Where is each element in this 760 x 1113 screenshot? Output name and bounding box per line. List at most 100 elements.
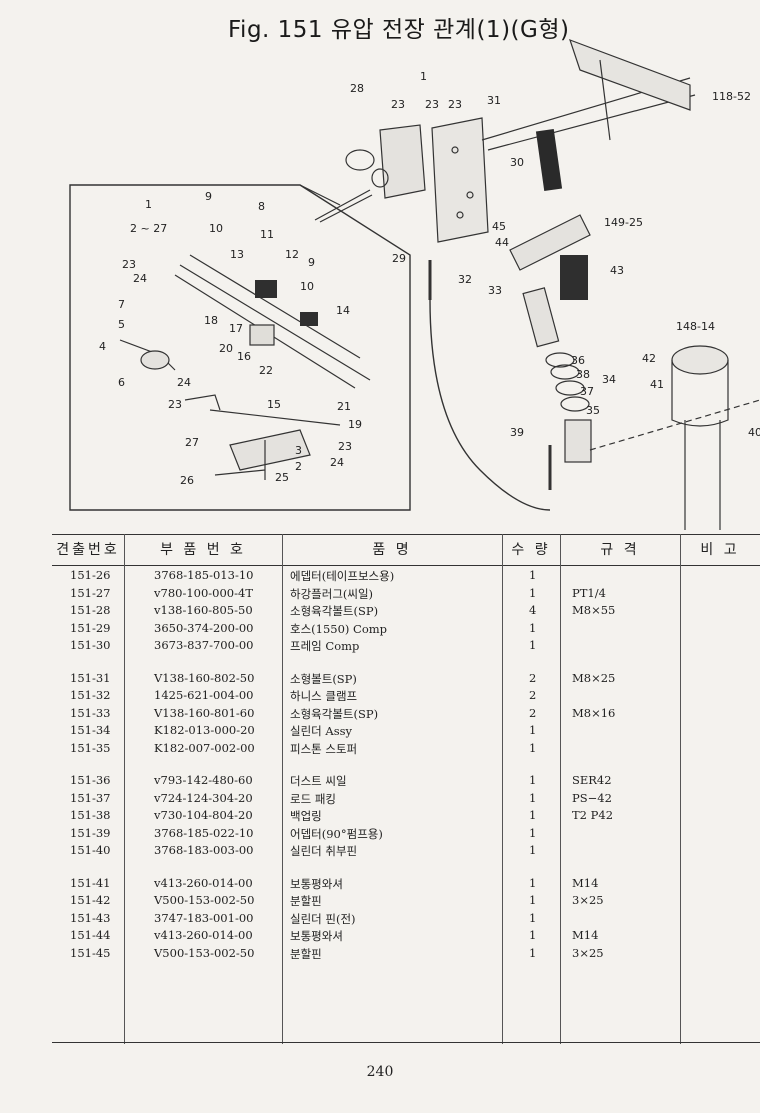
- callout-label: 14: [336, 304, 350, 317]
- page-title: Fig. 151 유압 전장 관계(1)(G형): [228, 17, 570, 43]
- part-name-cell: 실린더 핀(전): [290, 911, 356, 926]
- spec-cell: 3×25: [572, 893, 604, 907]
- callout-label: 26: [180, 474, 194, 487]
- part-no-cell: 151-31: [70, 670, 111, 685]
- page-number: 240: [366, 1064, 394, 1080]
- spec-cell: M8×25: [572, 670, 616, 685]
- callout-label: 10: [300, 280, 314, 293]
- callout-label: 31: [487, 94, 501, 107]
- callout-label: 24: [330, 456, 344, 469]
- qty-cell: 1: [529, 773, 537, 787]
- callout-label: 27: [185, 436, 199, 449]
- callout-label: 45: [492, 220, 506, 233]
- spec-cell: PT1/4: [572, 585, 606, 600]
- inset-box: [69, 184, 411, 511]
- callout-label: 34: [602, 373, 616, 386]
- part-number-cell: 3673-837-700-00: [154, 638, 254, 652]
- part-number-cell: V138-160-802-50: [154, 670, 255, 685]
- callout-label: 18: [204, 314, 218, 327]
- callout-label: 1: [420, 70, 427, 83]
- part-number-cell: v730-104-804-20: [154, 808, 253, 822]
- part-name-cell: 프레임 Comp: [290, 639, 360, 653]
- callout-label: 23: [338, 440, 352, 453]
- callout-label: 24: [133, 272, 147, 285]
- callout-label: 38: [576, 368, 590, 381]
- part-number-cell: K182-013-000-20: [154, 723, 255, 737]
- qty-cell: 1: [529, 723, 537, 737]
- part-number-cell: V500-153-002-50: [154, 893, 255, 907]
- part-name-cell: 더스트 씨일: [290, 774, 347, 788]
- qty-cell: 1: [529, 638, 537, 652]
- part-no-cell: 151-27: [70, 585, 111, 600]
- callout-label: 1: [145, 198, 152, 211]
- part-number-cell: 3768-185-013-10: [154, 568, 254, 582]
- callout-label: 13: [230, 248, 244, 261]
- part-name-cell: 분할핀: [290, 946, 322, 961]
- part-number-cell: 3747-183-001-00: [154, 910, 254, 925]
- spec-cell: PS−42: [572, 790, 612, 805]
- part-no-cell: 151-29: [70, 620, 111, 635]
- column-divider: [560, 534, 561, 1044]
- callout-label: 3: [295, 444, 302, 457]
- part-no-cell: 151-40: [70, 843, 111, 857]
- callout-label: 11: [260, 228, 274, 241]
- callout-label: 28: [350, 82, 364, 95]
- parts-table-header: 견출번호 부 품 번 호 품 명 수 량 규 격 비 고: [52, 534, 760, 566]
- part-no-cell: 151-37: [70, 790, 111, 805]
- part-no-cell: 151-35: [70, 740, 111, 755]
- part-name-cell: 로드 패킹: [290, 791, 336, 806]
- column-divider: [680, 534, 681, 1044]
- part-number-cell: 3650-374-200-00: [154, 620, 254, 635]
- qty-cell: 1: [529, 945, 537, 960]
- callout-label: 20: [219, 342, 233, 355]
- callout-label: 23: [168, 398, 182, 411]
- callout-label: 35: [586, 404, 600, 417]
- part-no-cell: 151-30: [70, 638, 111, 652]
- qty-cell: 1: [529, 910, 537, 925]
- part-number-cell: 3768-183-003-00: [154, 843, 254, 857]
- callout-label: 9: [205, 190, 212, 203]
- callout-label: 23: [122, 258, 136, 271]
- callout-label: 32: [458, 273, 472, 286]
- part-no-cell: 151-33: [70, 705, 111, 720]
- spec-cell: T2 P42: [572, 808, 614, 822]
- part-name-cell: 하니스 클램프: [290, 689, 358, 703]
- qty-cell: 1: [529, 620, 537, 635]
- part-number-cell: 1425-621-004-00: [154, 688, 254, 702]
- callout-label: 16: [237, 350, 251, 363]
- callout-label: 23: [391, 98, 405, 111]
- callout-label: 39: [510, 426, 524, 439]
- callout-label: 29: [392, 252, 406, 265]
- header-no: 견출번호: [56, 542, 120, 558]
- header-note: 비 고: [700, 542, 740, 558]
- part-name-cell: 분할핀: [290, 894, 322, 908]
- callout-label: 23: [425, 98, 439, 111]
- callout-label: 43: [610, 264, 624, 277]
- callout-label: 30: [510, 156, 524, 169]
- qty-cell: 2: [529, 670, 537, 685]
- callout-label: 33: [488, 284, 502, 297]
- part-no-cell: 151-44: [70, 928, 111, 942]
- part-name-cell: 에뎁터(테이프보스용): [290, 569, 395, 583]
- part-name-cell: 피스톤 스토퍼: [290, 741, 358, 756]
- callout-label: 24: [177, 376, 191, 389]
- callout-label: 8: [258, 200, 265, 213]
- qty-cell: 1: [529, 585, 537, 600]
- spec-cell: M8×16: [572, 705, 616, 720]
- callout-label: 5: [118, 318, 125, 331]
- callout-label: 148-14: [676, 320, 715, 333]
- qty-cell: 1: [529, 928, 537, 942]
- spec-cell: M14: [572, 928, 599, 942]
- callout-label: 21: [337, 400, 351, 413]
- callout-label: 9: [308, 256, 315, 269]
- spec-cell: SER42: [572, 773, 612, 787]
- part-name-cell: 보통평와셔: [290, 876, 343, 891]
